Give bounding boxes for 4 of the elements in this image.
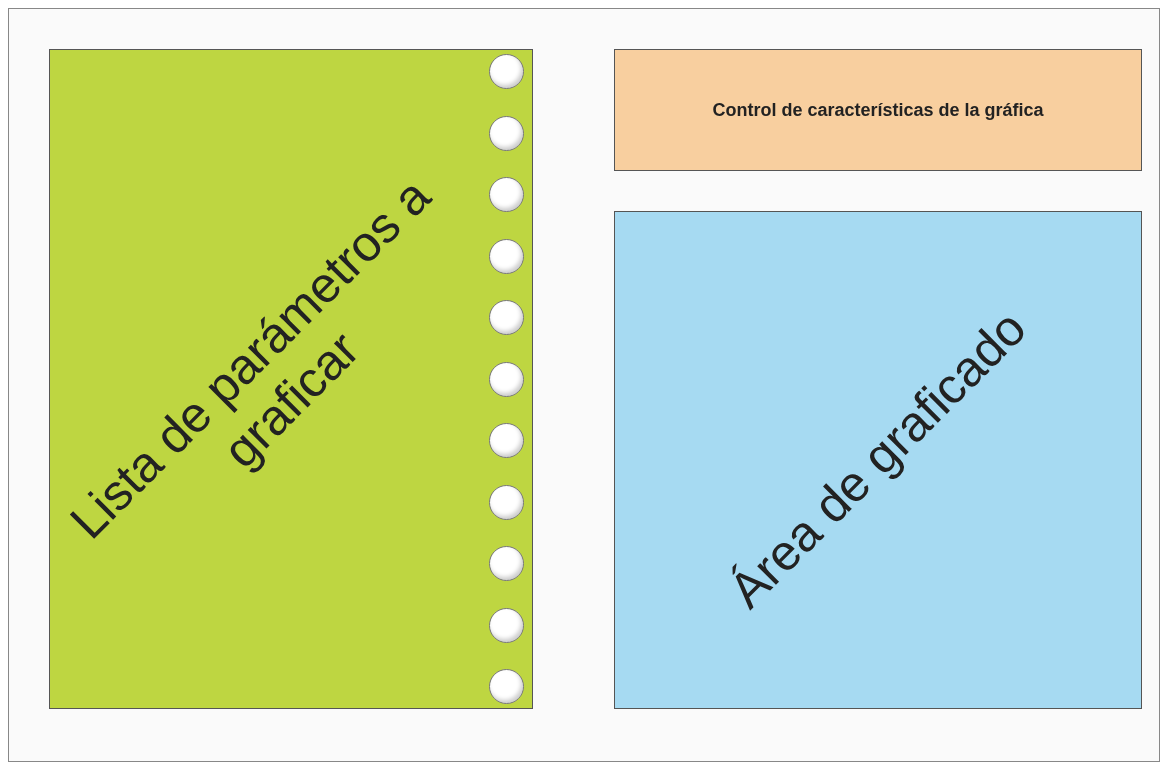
plot-area-panel [614, 211, 1142, 709]
list-panel [49, 49, 533, 709]
control-panel [614, 49, 1142, 171]
panel-label: Control de características de la gráfica [712, 98, 1044, 122]
